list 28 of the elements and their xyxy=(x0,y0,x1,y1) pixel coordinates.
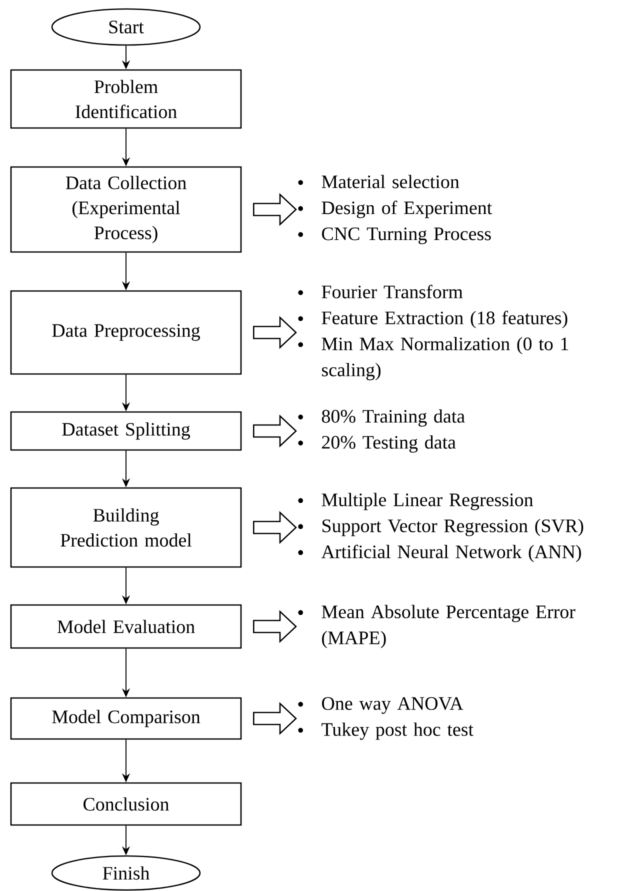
process-box: Problem Identification xyxy=(10,69,242,129)
bullet-item: Artificial Neural Network (ANN) xyxy=(298,544,581,562)
hollow-arrow xyxy=(253,414,297,448)
bullet-item: CNC Turning Process xyxy=(298,227,491,244)
hollow-arrow xyxy=(253,702,297,736)
bullet-item: Fourier Transform xyxy=(298,284,463,298)
process-box: Conclusion xyxy=(10,782,242,826)
process-box: Dataset Splitting xyxy=(10,411,242,451)
hollow-arrow xyxy=(253,511,297,544)
bullet-item: Tukey post hoc test xyxy=(298,722,474,740)
hollow-arrow xyxy=(253,193,297,226)
hollow-arrow xyxy=(253,610,297,643)
process-box: Building Prediction model xyxy=(10,487,242,568)
bullet-item: Material selection xyxy=(298,174,460,188)
bullet-item: Multiple Linear Regression xyxy=(298,492,534,510)
bullet-item: Support Vector Regression (SVR) xyxy=(298,518,584,536)
bullet-item: Min Max Normalization (0 to 1 scaling) xyxy=(298,336,568,380)
process-box: Data Collection (Experimental Process) xyxy=(10,166,242,253)
process-box: Model Evaluation xyxy=(10,604,242,649)
bullet-item: Feature Extraction (18 features) xyxy=(298,310,568,328)
hollow-arrow xyxy=(253,316,297,349)
process-box: Data Preprocessing xyxy=(10,290,242,375)
bullet-item: 80% Training data xyxy=(298,409,465,427)
process-box: Model Comparison xyxy=(10,697,242,740)
bullet-item: Mean Absolute Percentage Error (MAPE) xyxy=(298,604,576,648)
bullet-item: 20% Testing data xyxy=(298,435,456,453)
bullet-item: Design of Experiment xyxy=(298,200,492,218)
bullet-item: One way ANOVA xyxy=(298,697,464,714)
